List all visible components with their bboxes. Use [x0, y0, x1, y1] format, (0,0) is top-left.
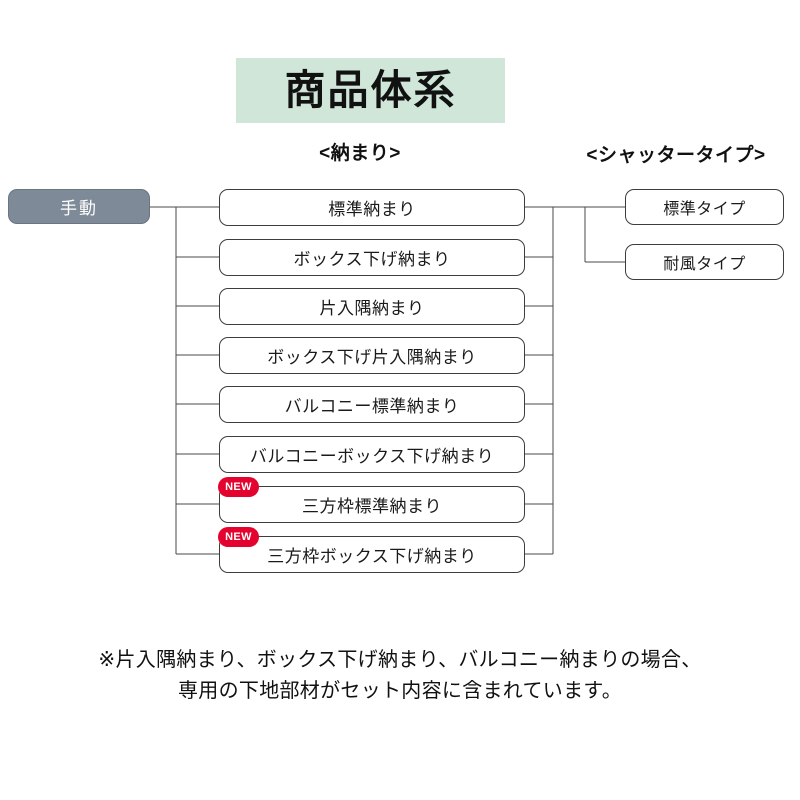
shutter-node-label: 標準タイプ — [663, 201, 746, 218]
new-badge-label: NEW — [225, 530, 252, 543]
shutter-node-1[interactable]: 標準タイプ — [625, 189, 784, 225]
osamari-node-label: 標準納まり — [328, 200, 416, 219]
new-badge-label: NEW — [225, 480, 252, 493]
root-node-label: 手動 — [60, 199, 98, 218]
osamari-node-3[interactable]: 片入隅納まり — [219, 288, 525, 325]
new-badge-icon: NEW — [218, 527, 259, 547]
osamari-node-1[interactable]: 標準納まり — [219, 189, 525, 226]
osamari-node-8[interactable]: 三方枠ボックス下げ納まり — [219, 536, 525, 573]
osamari-node-6[interactable]: バルコニーボックス下げ納まり — [219, 436, 525, 473]
shutter-node-label: 耐風タイプ — [663, 256, 746, 273]
osamari-node-label: 三方枠標準納まり — [302, 497, 442, 516]
osamari-node-label: 片入隅納まり — [319, 299, 425, 318]
title-banner: 商品体系 — [236, 58, 505, 123]
osamari-node-label: 三方枠ボックス下げ納まり — [267, 547, 477, 566]
osamari-node-7[interactable]: 三方枠標準納まり — [219, 486, 525, 523]
footer-note: ※片入隅納まり、ボックス下げ納まり、バルコニー納まりの場合、 専用の下地部材がセ… — [60, 645, 740, 707]
column-header-osamari: <納まり> — [319, 143, 401, 164]
osamari-node-5[interactable]: バルコニー標準納まり — [219, 386, 525, 423]
osamari-node-2[interactable]: ボックス下げ納まり — [219, 239, 525, 276]
new-badge-icon: NEW — [218, 477, 259, 497]
footer-note-line-2: 専用の下地部材がセット内容に含まれています。 — [178, 680, 622, 702]
osamari-node-4[interactable]: ボックス下げ片入隅納まり — [219, 337, 525, 374]
osamari-node-label: バルコニーボックス下げ納まり — [249, 447, 495, 466]
osamari-node-label: ボックス下げ納まり — [293, 250, 451, 269]
footer-note-line-1: ※片入隅納まり、ボックス下げ納まり、バルコニー納まりの場合、 — [98, 649, 702, 671]
root-node-manual[interactable]: 手動 — [8, 189, 150, 224]
column-header-shutter: <シャッタータイプ> — [586, 145, 766, 166]
shutter-node-2[interactable]: 耐風タイプ — [625, 244, 784, 280]
osamari-node-label: バルコニー標準納まり — [284, 397, 460, 416]
page-title: 商品体系 — [284, 67, 457, 113]
osamari-node-label: ボックス下げ片入隅納まり — [267, 348, 477, 367]
